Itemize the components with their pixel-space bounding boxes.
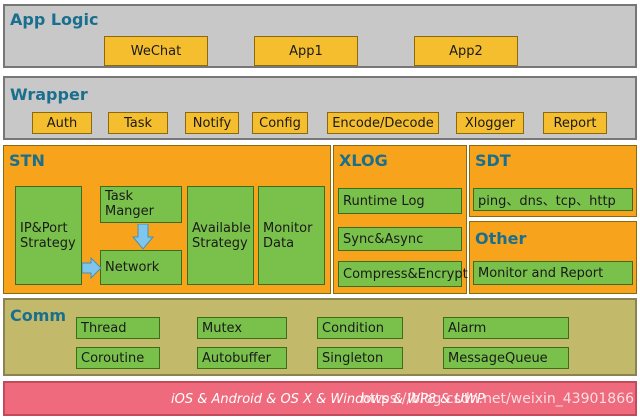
sdt-layer: SDT ping、dns、tcp、http bbox=[469, 145, 637, 217]
auth-box: Auth bbox=[32, 112, 92, 134]
condition-box: Condition bbox=[317, 317, 403, 339]
ping-dns-tcp-http-box: ping、dns、tcp、http bbox=[473, 188, 633, 211]
monitor-data-box: Monitor Data bbox=[258, 186, 325, 285]
xlog-layer: XLOG Runtime Log Sync&Async Compress&Enc… bbox=[333, 145, 468, 294]
message-queue-box: MessageQueue bbox=[443, 347, 569, 369]
monitor-and-report-box: Monitor and Report bbox=[473, 261, 633, 285]
comm-title: Comm bbox=[10, 306, 67, 325]
sdt-title: SDT bbox=[475, 151, 511, 170]
app-logic-title: App Logic bbox=[10, 10, 99, 29]
xlog-title: XLOG bbox=[339, 151, 388, 170]
report-box: Report bbox=[543, 112, 607, 134]
thread-box: Thread bbox=[76, 317, 160, 339]
runtime-log-box: Runtime Log bbox=[338, 188, 462, 214]
ip-port-strategy-box: IP&Port Strategy bbox=[15, 186, 82, 285]
watermark-text: https://blog.csdn.net/weixin_43901866 bbox=[361, 391, 635, 407]
sync-async-box: Sync&Async bbox=[338, 227, 462, 251]
app2-box: App2 bbox=[414, 36, 518, 66]
xlogger-box: Xlogger bbox=[456, 112, 524, 134]
alarm-box: Alarm bbox=[443, 317, 569, 339]
wrapper-title: Wrapper bbox=[10, 85, 88, 104]
platforms-bar: iOS & Android & OS X & Windows & WP8 & U… bbox=[3, 381, 637, 416]
comm-layer: Comm Thread Mutex Condition Alarm Corout… bbox=[3, 298, 637, 376]
network-box: Network bbox=[100, 250, 182, 285]
down-arrow-icon bbox=[132, 224, 154, 250]
other-layer: Other Monitor and Report bbox=[469, 221, 637, 294]
notify-box: Notify bbox=[185, 112, 239, 134]
app1-box: App1 bbox=[254, 36, 358, 66]
encode-decode-box: Encode/Decode bbox=[327, 112, 439, 134]
app-logic-layer: App Logic WeChat App1 App2 bbox=[3, 4, 637, 68]
wrapper-layer: Wrapper Auth Task Notify Config Encode/D… bbox=[3, 76, 637, 140]
task-box: Task bbox=[108, 112, 168, 134]
config-box: Config bbox=[252, 112, 308, 134]
coroutine-box: Coroutine bbox=[76, 347, 160, 369]
stn-title: STN bbox=[9, 151, 45, 170]
mutex-box: Mutex bbox=[197, 317, 287, 339]
autobuffer-box: Autobuffer bbox=[197, 347, 287, 369]
right-arrow-icon bbox=[82, 257, 102, 279]
available-strategy-box: Available Strategy bbox=[187, 186, 254, 285]
task-manger-box: Task Manger bbox=[100, 186, 182, 223]
platforms-text: iOS & Android & OS X & Windows & WP8 & U… bbox=[171, 392, 485, 407]
wechat-box: WeChat bbox=[104, 36, 208, 66]
singleton-box: Singleton bbox=[317, 347, 403, 369]
other-title: Other bbox=[475, 229, 527, 248]
compress-encrypt-box: Compress&Encrypt bbox=[338, 261, 468, 287]
stn-layer: STN IP&Port Strategy Task Manger Network… bbox=[3, 145, 331, 294]
